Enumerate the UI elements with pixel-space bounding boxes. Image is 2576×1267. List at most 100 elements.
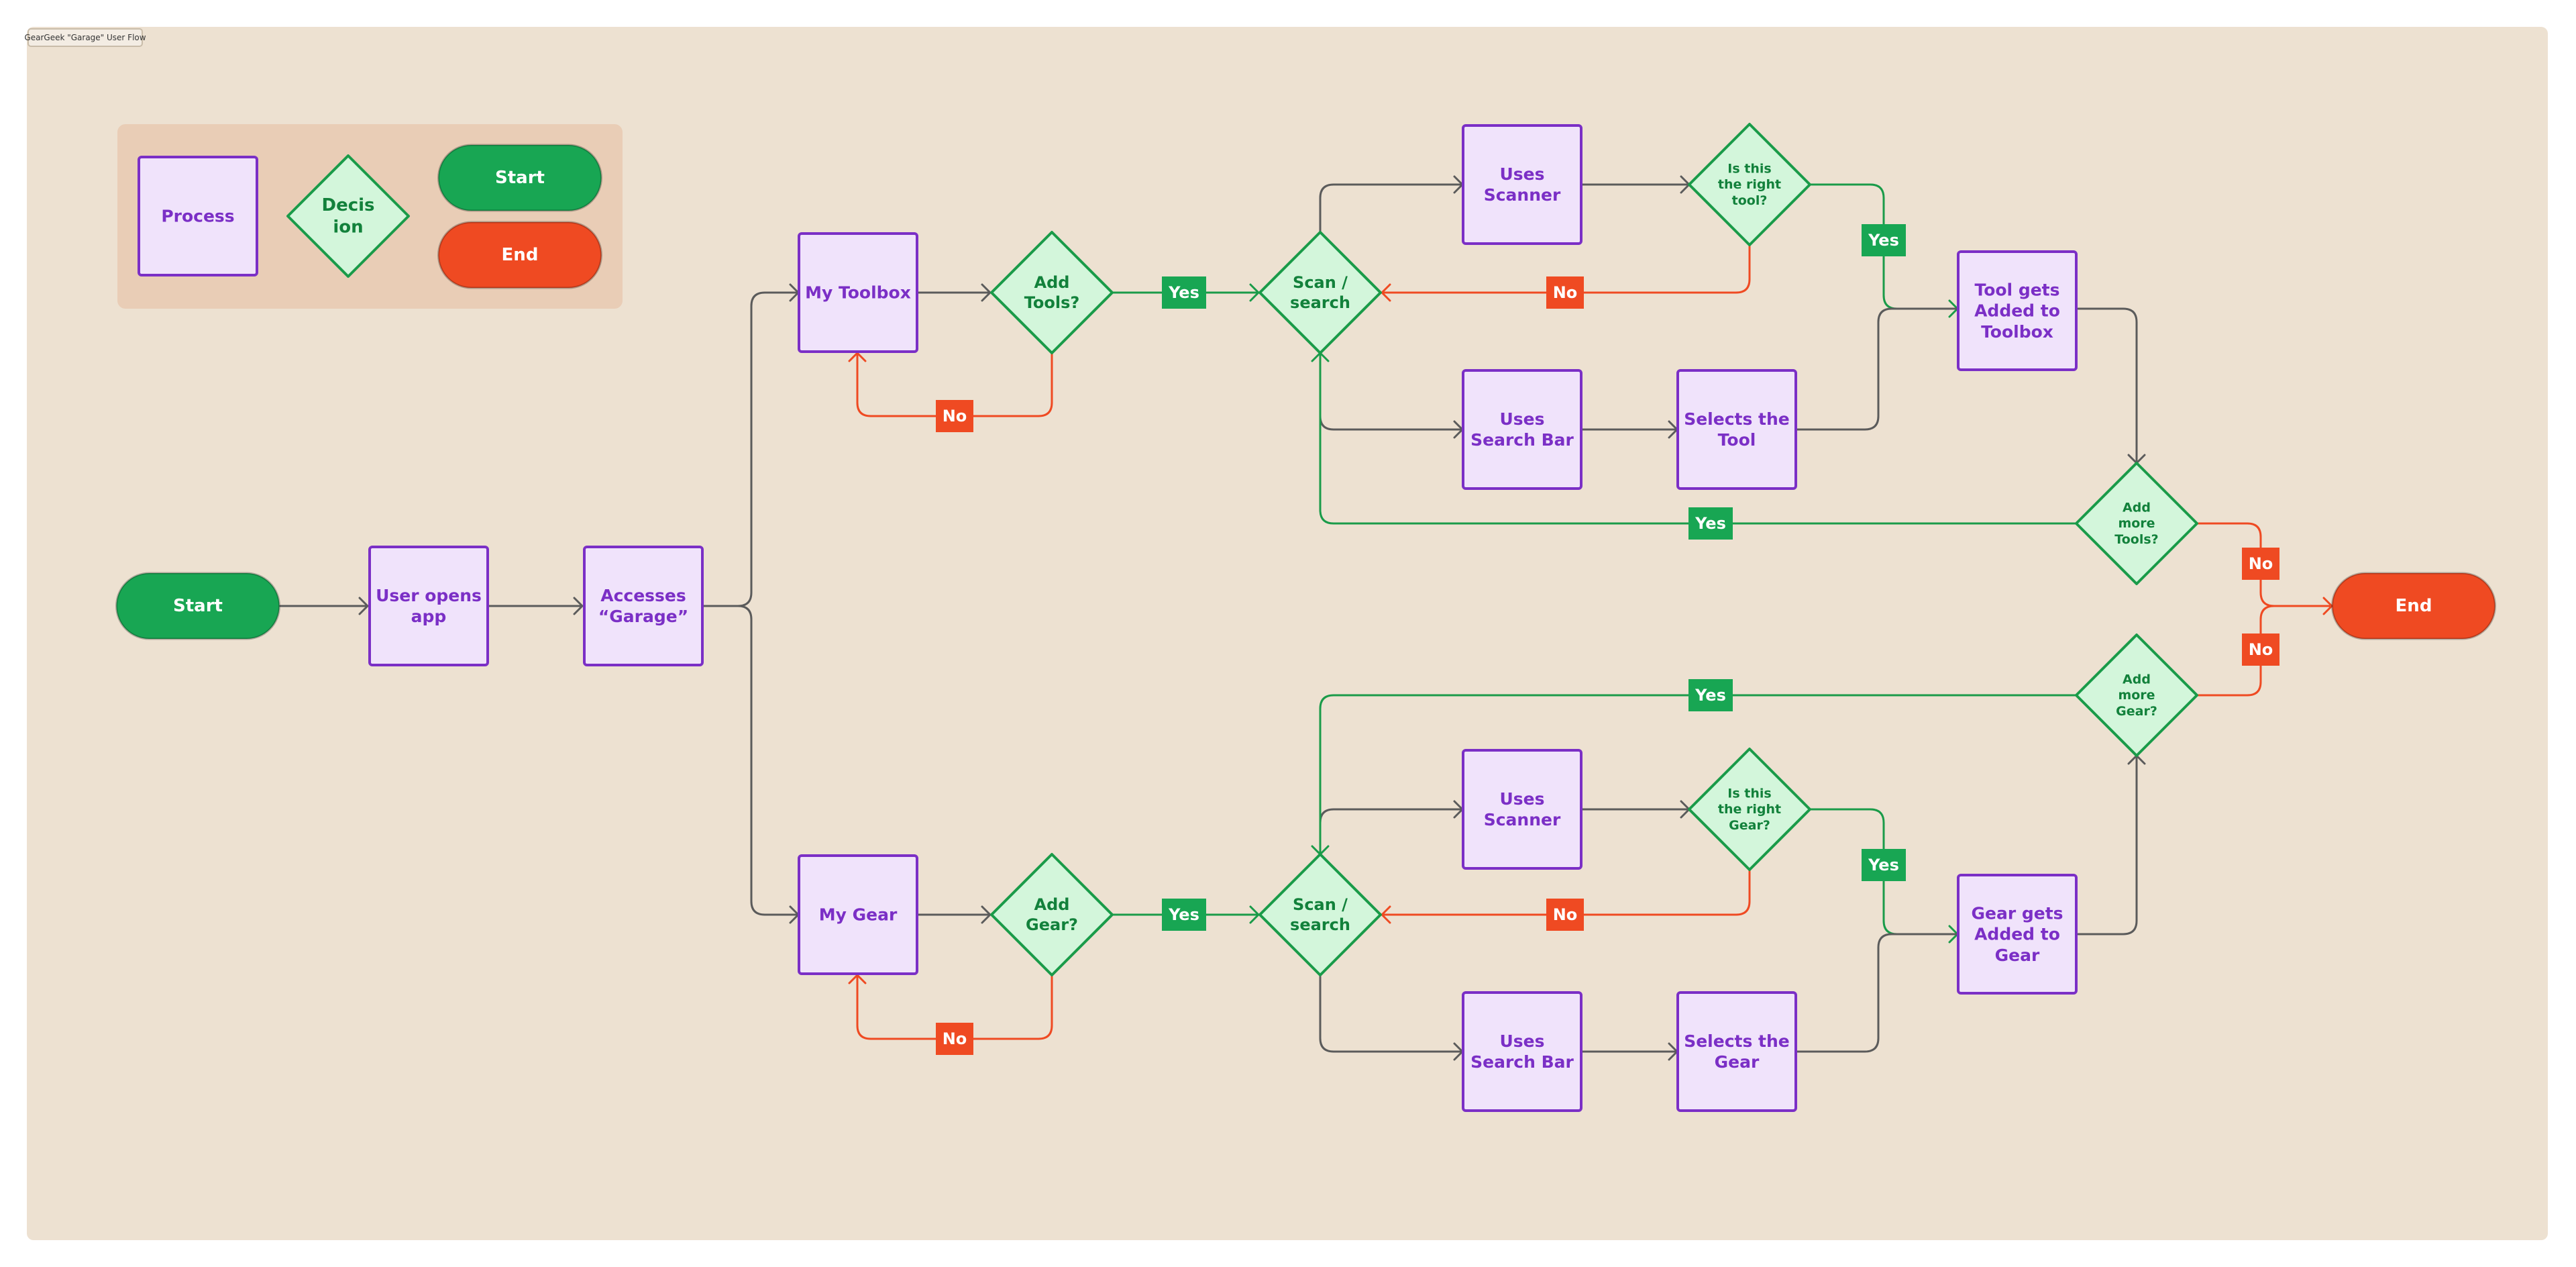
- legend-end[interactable]: End: [437, 221, 602, 289]
- label-yes-right-tool: Yes: [1862, 224, 1906, 256]
- edge-open-access-arrowhead: [573, 597, 584, 615]
- canvas-frame: [27, 27, 2548, 1240]
- node-right-gear-label-3: Gear?: [1729, 818, 1770, 833]
- node-scan-search-bottom[interactable]: Scan /search: [1258, 853, 1382, 976]
- edge-access-gear: [737, 605, 798, 916]
- node-scan-search-top-label-2: search: [1290, 293, 1350, 312]
- legend-start-label-1: Start: [495, 168, 545, 188]
- node-add-gear-label-2: Gear?: [1026, 915, 1078, 934]
- label-yes-add-gear: Yes: [1162, 899, 1206, 931]
- legend-start[interactable]: Start: [437, 144, 602, 212]
- edge-righttool-no: [1382, 244, 1751, 294]
- node-add-more-tools-label-1: Add: [2123, 500, 2151, 515]
- node-selects-tool-label-2: Tool: [1718, 430, 1756, 450]
- legend-process-label-1: Process: [161, 207, 234, 226]
- node-add-gear-label-1: Add: [1034, 895, 1070, 914]
- node-scan-search-top-label-1: Scan /: [1293, 273, 1348, 292]
- node-right-tool-label-2: the right: [1718, 177, 1781, 192]
- node-my-toolbox[interactable]: My Toolbox: [798, 232, 918, 353]
- label-yes-right-tool-label-1: Yes: [1868, 231, 1899, 250]
- node-my-gear[interactable]: My Gear: [798, 854, 918, 975]
- node-tool-added-label-3: Toolbox: [1981, 322, 2053, 342]
- legend-decision-label-1: Decis: [321, 195, 374, 215]
- node-uses-search-bar-bottom-label-2: Search Bar: [1470, 1052, 1574, 1072]
- legend-decision-label-2: ion: [333, 217, 363, 237]
- edge-access-toolbox: [702, 291, 798, 607]
- node-my-gear-label-1: My Gear: [819, 905, 898, 925]
- node-my-toolbox-label-1: My Toolbox: [805, 283, 911, 303]
- label-yes-right-gear: Yes: [1862, 849, 1906, 881]
- node-end[interactable]: End: [2331, 572, 2496, 640]
- label-yes-add-more-gear-label-1: Yes: [1695, 686, 1726, 705]
- edge-scan-scanner-top: [1319, 183, 1462, 234]
- node-end-label-1: End: [2396, 596, 2432, 616]
- node-selects-gear-label-2: Gear: [1715, 1052, 1760, 1072]
- edge-addmoregear-yes: [1319, 694, 2078, 854]
- node-uses-search-bar-top-label-2: Search Bar: [1470, 430, 1574, 450]
- legend-end-label-1: End: [502, 245, 539, 265]
- label-no-add-gear: No: [936, 1023, 973, 1055]
- label-no-add-tools-label-1: No: [943, 407, 967, 425]
- node-scan-search-top[interactable]: Scan /search: [1258, 231, 1382, 354]
- node-add-tools-label-2: Tools?: [1024, 293, 1080, 312]
- label-yes-add-gear-label-1: Yes: [1168, 905, 1199, 924]
- node-accesses-garage-label-1: Accesses: [600, 586, 686, 605]
- node-accesses-garage[interactable]: Accesses“Garage”: [583, 546, 704, 666]
- node-uses-scanner-bottom-label-1: Uses: [1499, 789, 1544, 809]
- label-yes-add-tools: Yes: [1162, 276, 1206, 309]
- node-right-gear-label-1: Is this: [1727, 786, 1771, 801]
- edge-tools-end-arrowhead: [2322, 597, 2333, 615]
- node-uses-scanner-top-label-1: Uses: [1499, 164, 1544, 184]
- label-no-right-gear-label-1: No: [1553, 905, 1578, 924]
- node-add-tools-label-1: Add: [1034, 273, 1070, 292]
- node-uses-scanner-bottom-label-2: Scanner: [1484, 810, 1561, 829]
- node-gear-added-label-1: Gear gets: [1971, 903, 2063, 923]
- label-yes-right-gear-label-1: Yes: [1868, 856, 1899, 874]
- node-right-tool-label-1: Is this: [1727, 161, 1771, 176]
- label-no-add-tools: No: [936, 400, 973, 432]
- edge-selectstool-added: [1795, 307, 1957, 431]
- node-tool-added-label-2: Added to: [1974, 301, 2060, 321]
- edge-selectsgear-added: [1795, 933, 1957, 1053]
- node-add-more-gear-label-2: more: [2118, 688, 2155, 703]
- legend-process[interactable]: Process: [138, 156, 258, 276]
- label-no-add-more-gear: No: [2242, 634, 2279, 666]
- node-selects-gear-label-1: Selects the: [1684, 1031, 1790, 1051]
- node-start[interactable]: Start: [115, 572, 280, 640]
- label-no-right-tool-label-1: No: [1553, 283, 1578, 302]
- node-selects-tool-label-1: Selects the: [1684, 409, 1790, 429]
- label-yes-add-more-tools-label-1: Yes: [1695, 514, 1726, 533]
- edge-gearadded-addmore: [2077, 756, 2138, 935]
- frame-title-chip[interactable]: GearGeek "Garage" User Flow: [24, 28, 146, 47]
- label-no-right-tool: No: [1546, 276, 1584, 309]
- edge-rightgear-no: [1382, 868, 1751, 916]
- label-no-add-gear-label-1: No: [943, 1029, 967, 1048]
- node-right-gear-label-2: the right: [1718, 802, 1781, 817]
- edge-addmoregear-no: [2196, 605, 2275, 697]
- label-yes-add-more-gear: Yes: [1688, 679, 1733, 711]
- node-gear-added-label-3: Gear: [1995, 946, 2040, 965]
- label-no-right-gear: No: [1546, 899, 1584, 931]
- label-no-add-more-tools-label-1: No: [2249, 554, 2273, 573]
- node-add-more-tools-label-3: Tools?: [2114, 532, 2158, 547]
- label-yes-add-tools-label-1: Yes: [1168, 283, 1199, 302]
